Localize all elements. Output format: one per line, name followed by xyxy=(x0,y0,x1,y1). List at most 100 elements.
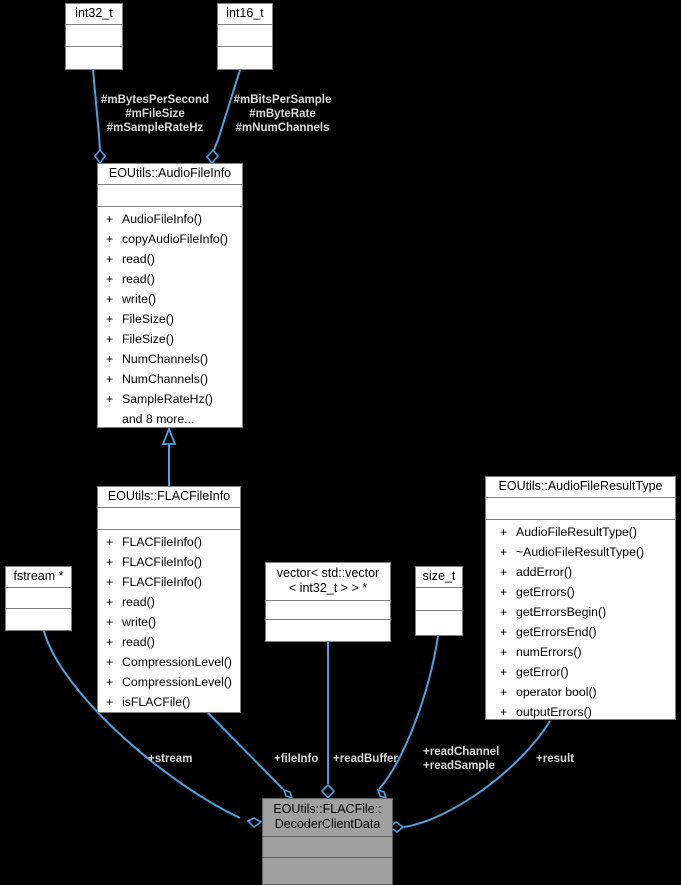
member-row: + FileSize() xyxy=(98,309,242,329)
member-name: isFLACFile() xyxy=(122,695,191,709)
member-name: FileSize() xyxy=(122,332,174,346)
member-row: +read() xyxy=(98,249,242,269)
member-row: +addError() xyxy=(486,562,675,582)
member-name: operator bool() xyxy=(516,685,597,699)
member-row: +getErrorsEnd() xyxy=(486,622,675,642)
member-row: + outputErrors() xyxy=(486,702,675,722)
node-audio-file-result-type[interactable]: EOUtils::AudioFileResultType + AudioFileR… xyxy=(485,476,676,720)
member-name: AudioFileResultType() xyxy=(516,525,637,539)
visibility-marker: + xyxy=(106,695,114,709)
node-audio-file-info[interactable]: EOUtils::AudioFileInfo +AudioFileInfo() … xyxy=(97,163,243,428)
edge-label-line: #mSampleRateHz xyxy=(106,122,204,134)
member-name: getErrorsBegin() xyxy=(516,605,607,619)
edge-label-result: +result xyxy=(536,753,575,765)
member-row: + isFLACFile() xyxy=(98,692,240,712)
edge-label-line: #mBitsPerSample xyxy=(233,94,332,106)
member-name: getErrors() xyxy=(516,585,575,599)
visibility-marker: + xyxy=(500,625,508,639)
visibility-marker: + xyxy=(106,372,114,386)
node-flac-file-info[interactable]: EOUtils::FLACFileInfo +FLACFileInfo() +F… xyxy=(97,486,241,713)
member-name: FLACFileInfo() xyxy=(122,535,202,549)
member-name: read() xyxy=(122,595,155,609)
node-size-t[interactable]: size_t xyxy=(415,566,463,636)
node-title: fstream * xyxy=(6,567,71,588)
node-operations-compartment xyxy=(66,47,122,66)
member-name: outputErrors() xyxy=(516,705,592,719)
node-title-line1: EOUtils::FLACFile:: xyxy=(273,802,382,816)
node-operations-compartment xyxy=(6,609,71,628)
node-operations-compartment: + AudioFileResultType() +~AudioFileResult… xyxy=(486,520,675,725)
node-int32-t[interactable]: int32_t xyxy=(65,3,123,70)
member-row: + NumChannels() xyxy=(98,369,242,389)
visibility-marker: + xyxy=(106,555,114,569)
visibility-marker: + xyxy=(106,292,114,306)
node-fstream[interactable]: fstream * xyxy=(5,566,72,631)
edge-label-line: +readSample xyxy=(423,760,495,772)
node-decoder-client-data[interactable]: EOUtils::FLACFile:: DecoderClientData xyxy=(262,798,393,885)
member-row-more: and 8 more... xyxy=(122,412,195,426)
visibility-marker: + xyxy=(106,615,114,629)
visibility-marker: + xyxy=(106,252,114,266)
node-title: EOUtils::AudioFileInfo xyxy=(98,164,242,185)
visibility-marker: + xyxy=(106,212,114,226)
node-attributes-compartment xyxy=(6,588,71,609)
visibility-marker: + xyxy=(500,665,508,679)
member-row: + operator bool() xyxy=(486,682,675,702)
member-row: +getErrorsBegin() xyxy=(486,602,675,622)
member-name: FileSize() xyxy=(122,312,174,326)
member-row: + AudioFileInfo() xyxy=(98,209,242,229)
node-attributes-compartment xyxy=(98,185,242,207)
edge-label-line: #mByteRate xyxy=(249,108,316,120)
member-name: getError() xyxy=(516,665,569,679)
node-attributes-compartment xyxy=(98,508,240,530)
member-row: +numErrors() xyxy=(486,642,675,662)
visibility-marker: + xyxy=(500,685,508,699)
visibility-marker: + xyxy=(500,645,508,659)
member-row: + CompressionLevel() xyxy=(98,672,240,692)
member-name: FLACFileInfo() xyxy=(122,555,202,569)
edge-label-stream: +stream xyxy=(148,753,193,765)
edge-label-line: +readChannel xyxy=(423,746,500,758)
node-title: EOUtils::AudioFileResultType xyxy=(486,477,675,498)
member-name: AudioFileInfo() xyxy=(122,212,202,226)
edge-label-int16-attributes: #mBitsPerSample #mByteRate #mNumChannels xyxy=(226,93,339,135)
visibility-marker: + xyxy=(500,705,508,719)
visibility-marker: + xyxy=(106,352,114,366)
edge-label-read-channel-sample: +readChannel +readSample xyxy=(423,745,499,773)
visibility-marker: + xyxy=(500,525,508,539)
visibility-marker: + xyxy=(106,312,114,326)
member-name: NumChannels() xyxy=(122,372,209,386)
member-row: +read() xyxy=(98,592,240,612)
node-operations-compartment xyxy=(218,47,272,66)
member-row: +copyAudioFileInfo() xyxy=(98,229,242,249)
member-row: +~AudioFileResultType() xyxy=(486,542,675,562)
node-int16-t[interactable]: int16_t xyxy=(217,3,273,70)
edge-sizet-to-decoder xyxy=(376,635,439,800)
visibility-marker: + xyxy=(106,232,114,246)
edge-label-line: #mNumChannels xyxy=(235,122,330,134)
visibility-marker: + xyxy=(106,535,114,549)
member-name: CompressionLevel() xyxy=(122,675,233,689)
node-attributes-compartment xyxy=(486,498,675,520)
edge-label-read-buffer: +readBuffer xyxy=(333,753,398,765)
member-row: +CompressionLevel() xyxy=(98,652,240,672)
edge-flacfileinfo-inherits-audiofileinfo xyxy=(161,426,177,486)
member-row: + FLACFileInfo() xyxy=(98,552,240,572)
node-vector-int32[interactable]: vector< std::vector < int32_t > > * xyxy=(265,562,391,642)
member-row: + AudioFileResultType() xyxy=(486,522,675,542)
node-operations-compartment xyxy=(263,858,392,877)
node-title: int16_t xyxy=(218,4,272,25)
member-name: FLACFileInfo() xyxy=(122,575,202,589)
edge-resulttype-to-decoder xyxy=(388,720,551,834)
node-title-line2: DecoderClientData xyxy=(274,817,381,831)
visibility-marker: + xyxy=(106,675,114,689)
visibility-marker: + xyxy=(106,392,114,406)
member-row: + FLACFileInfo() xyxy=(98,532,240,552)
visibility-marker: + xyxy=(500,585,508,599)
member-row: +read() xyxy=(98,632,240,652)
node-attributes-compartment xyxy=(263,837,392,858)
edge-label-line: #mBytesPerSecond xyxy=(100,94,210,106)
member-name: CompressionLevel() xyxy=(122,655,233,669)
node-attributes-compartment xyxy=(66,25,122,47)
edge-label-line: #mFileSize xyxy=(125,108,185,120)
